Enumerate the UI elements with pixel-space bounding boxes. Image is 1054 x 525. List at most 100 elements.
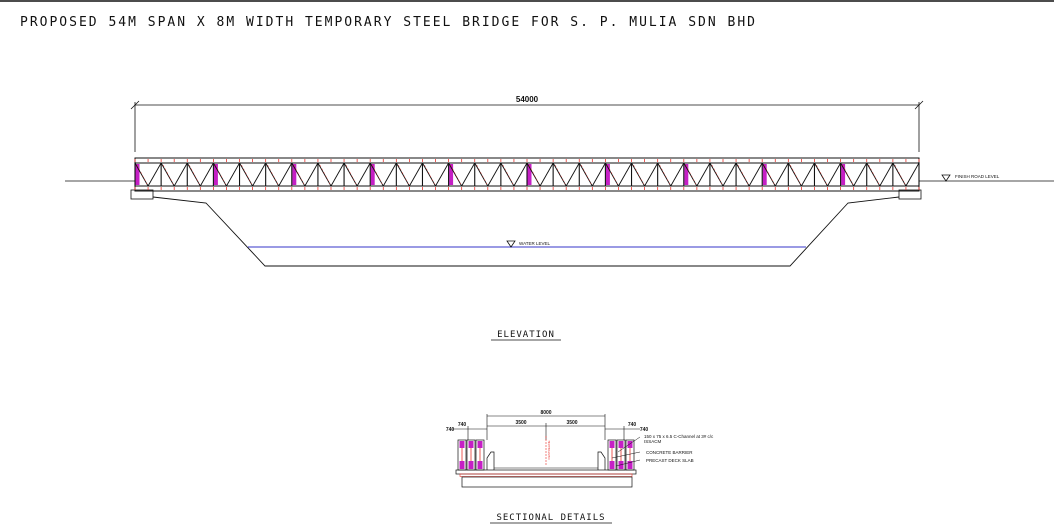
truss-brace bbox=[267, 164, 278, 185]
truss-diagonal bbox=[239, 162, 253, 187]
section-view: 8000 3500 3500 740 740 740 740 CENTRELIN… bbox=[446, 410, 714, 524]
truss-diagonal bbox=[291, 162, 306, 187]
truss-brace bbox=[345, 164, 357, 185]
truss-diagonal bbox=[422, 162, 436, 187]
truss-post-highlight bbox=[605, 164, 610, 185]
truss-diagonal bbox=[801, 162, 815, 187]
truss-diagonal bbox=[591, 162, 606, 187]
truss-diagonal bbox=[709, 162, 724, 187]
truss-diagonal bbox=[252, 162, 267, 187]
truss-diagonal bbox=[539, 162, 554, 187]
truss-brace bbox=[371, 164, 383, 185]
truss-diagonal bbox=[578, 162, 593, 187]
section-dimensions bbox=[452, 414, 640, 440]
deck-slab bbox=[455, 469, 637, 475]
truss-brace bbox=[554, 164, 566, 185]
truss-brace bbox=[293, 164, 305, 185]
truss-brace bbox=[711, 164, 723, 185]
section-truss-panel bbox=[627, 441, 633, 448]
truss-diagonal bbox=[722, 162, 737, 187]
concrete-barrier-left bbox=[486, 451, 495, 470]
truss-diagonal bbox=[395, 162, 410, 187]
truss-diagonal bbox=[670, 162, 685, 187]
truss-diagonal bbox=[631, 162, 645, 187]
truss-brace bbox=[319, 164, 331, 185]
abutment-left bbox=[130, 189, 154, 200]
truss-brace bbox=[450, 164, 461, 185]
truss-diagonal bbox=[526, 162, 541, 187]
truss-diagonal bbox=[356, 162, 371, 187]
abutment-right bbox=[898, 189, 922, 200]
truss-diagonal bbox=[513, 162, 528, 187]
note-channel-2: ISSACM bbox=[644, 439, 662, 444]
truss-post-highlight bbox=[841, 164, 846, 185]
truss-diagonal bbox=[173, 162, 188, 187]
truss-post-highlight bbox=[370, 164, 375, 185]
section-truss-panel bbox=[468, 461, 474, 469]
truss-diagonal bbox=[199, 162, 214, 187]
truss-diagonal bbox=[827, 162, 841, 187]
truss-girder bbox=[134, 157, 920, 192]
section-truss-panel bbox=[459, 441, 465, 448]
section-lane-right: 3500 bbox=[566, 420, 577, 426]
truss-diagonal bbox=[618, 162, 632, 187]
truss-brace bbox=[528, 164, 540, 185]
elevation-caption: ELEVATION bbox=[497, 330, 555, 340]
truss-brace bbox=[607, 164, 618, 185]
truss-post-highlight bbox=[135, 164, 140, 185]
truss-diagonal bbox=[448, 162, 463, 187]
note-channel: 150 x 75 x 6.5 C-Channel at 3# c/c bbox=[644, 434, 714, 439]
section-truss-panel bbox=[459, 461, 465, 469]
truss-brace bbox=[398, 164, 409, 185]
water-level-label: WATER LEVEL bbox=[519, 241, 551, 246]
truss-diagonal bbox=[500, 162, 515, 187]
truss-post-highlight bbox=[762, 164, 767, 185]
truss-diagonal bbox=[565, 162, 580, 187]
section-truss-panel bbox=[477, 441, 483, 448]
truss-post-highlight bbox=[292, 164, 297, 185]
truss-diagonal bbox=[343, 162, 358, 187]
truss-brace bbox=[162, 164, 174, 185]
truss-post-highlight bbox=[527, 164, 532, 185]
truss-diagonal bbox=[814, 162, 828, 187]
truss-diagonal bbox=[905, 162, 920, 187]
truss-diagonal bbox=[435, 162, 449, 187]
water-level-triangle-icon bbox=[506, 240, 516, 248]
section-truss-panel bbox=[468, 441, 474, 448]
truss-diagonal bbox=[879, 162, 894, 187]
truss-diagonal bbox=[787, 162, 802, 187]
section-overall-width: 8000 bbox=[540, 410, 551, 416]
truss-diagonal bbox=[552, 162, 567, 187]
road-level-triangle-icon bbox=[941, 174, 951, 182]
truss-diagonal bbox=[186, 162, 201, 187]
truss-diagonal bbox=[487, 162, 502, 187]
truss-diagonal bbox=[330, 162, 345, 187]
truss-brace bbox=[633, 164, 644, 185]
deck-base bbox=[461, 476, 633, 488]
truss-post-highlight bbox=[213, 164, 218, 185]
note-concrete-barrier: CONCRETE BARRIER bbox=[646, 450, 693, 455]
section-centreline-label: CENTRELINE bbox=[547, 440, 551, 459]
truss-brace bbox=[737, 164, 749, 185]
truss-brace bbox=[476, 164, 488, 185]
section-left-outer: 740 bbox=[446, 427, 455, 433]
truss-diagonal bbox=[134, 162, 149, 187]
truss-diagonal bbox=[474, 162, 489, 187]
section-right-inner: 740 bbox=[628, 422, 637, 428]
truss-brace bbox=[842, 164, 853, 185]
note-precast-slab: PRECAST DECK SLAB bbox=[646, 458, 694, 463]
truss-diagonal bbox=[369, 162, 384, 187]
truss-diagonal bbox=[644, 162, 659, 187]
section-leaders bbox=[611, 436, 641, 467]
section-right-truss bbox=[607, 439, 635, 471]
span-dimension-label: 54000 bbox=[516, 95, 539, 104]
truss-brace bbox=[502, 164, 514, 185]
section-left-inner: 740 bbox=[458, 422, 467, 428]
truss-diagonal bbox=[683, 162, 698, 187]
river-channel-outline bbox=[152, 196, 900, 267]
truss-diagonal bbox=[213, 162, 227, 187]
finish-road-level-label: FINISH ROAD LEVEL bbox=[955, 174, 1000, 179]
truss-brace bbox=[241, 164, 252, 185]
truss-diagonal bbox=[774, 162, 789, 187]
